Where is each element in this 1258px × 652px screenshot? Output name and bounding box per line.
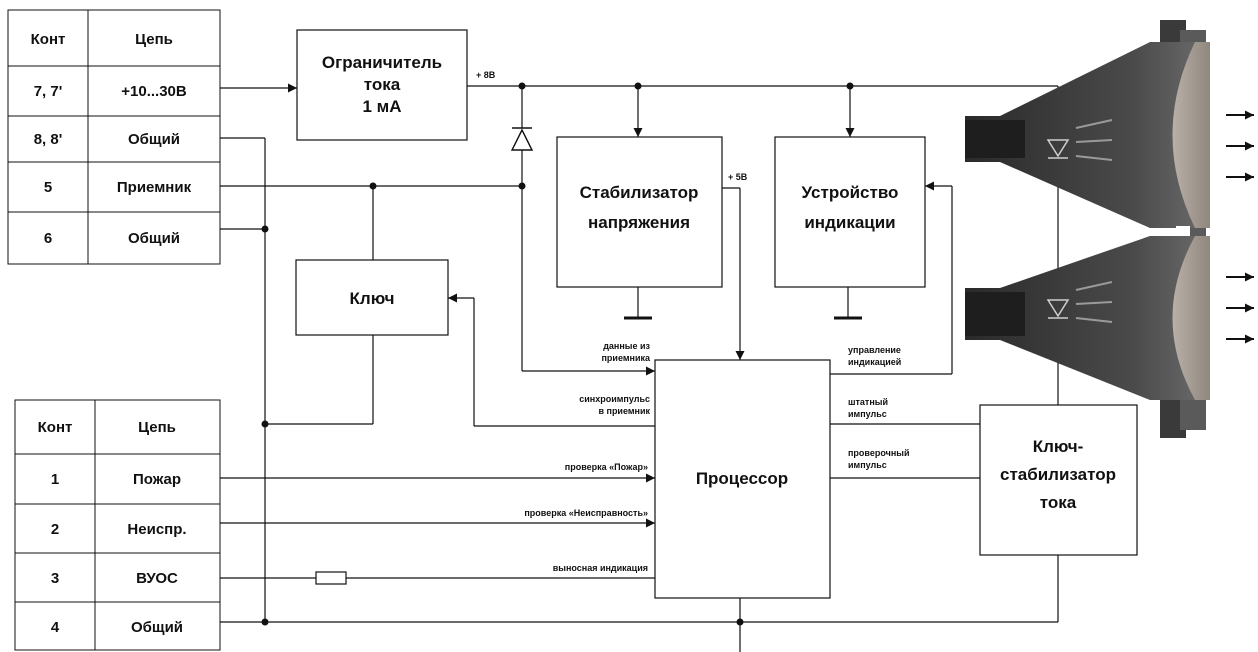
table-top-header-cont: Конт: [31, 31, 66, 48]
table-bottom-cell: Пожар: [133, 471, 181, 488]
current-limiter-block: [296, 29, 468, 141]
table-top: [7, 9, 221, 265]
sync-pulse-label: синхроимпульс: [579, 394, 650, 404]
remote-indication-label: выносная индикация: [553, 563, 648, 573]
stabilizer-label: напряжения: [588, 213, 690, 232]
emitter-housing-illustration: [965, 20, 1254, 438]
voltage-stabilizer-block: [556, 136, 723, 288]
processor-label: Процессор: [696, 469, 788, 488]
processor-block: [654, 359, 831, 599]
resistor-icon: [315, 571, 347, 585]
stabilizer-label: Стабилизатор: [580, 183, 699, 202]
blocks: [295, 29, 1138, 599]
regular-pulse-label: штатный: [848, 397, 888, 407]
v8-label: + 8В: [476, 70, 496, 80]
limiter-label: тока: [364, 75, 401, 94]
v5-label: + 5В: [728, 172, 748, 182]
table-top-cell: Приемник: [117, 179, 192, 196]
current-key-label: стабилизатор: [1000, 465, 1116, 484]
table-bottom-cell: 4: [51, 619, 60, 636]
indication-control-label: управление: [848, 345, 901, 355]
table-top-cell: +10...30В: [121, 83, 187, 100]
test-pulse-label: импульс: [848, 460, 887, 470]
receiver-data-label: приемника: [602, 353, 651, 363]
regular-pulse-label: импульс: [848, 409, 887, 419]
diode-icon: [510, 127, 534, 151]
check-fault-label: проверка «Неисправность»: [524, 508, 648, 518]
current-key-label: Ключ-: [1033, 437, 1084, 456]
table-bottom-cell: 3: [51, 570, 59, 587]
junction-dots: [261, 82, 854, 626]
key-label: Ключ: [350, 289, 395, 308]
sync-pulse-label: в приемник: [598, 406, 650, 416]
limiter-label: 1 мА: [362, 97, 401, 116]
table-top-cell: 8, 8': [34, 131, 63, 148]
limiter-label: Ограничитель: [322, 53, 442, 72]
wires: [220, 83, 1059, 652]
indicator-label: индикации: [804, 213, 895, 232]
table-top-header-circuit: Цепь: [135, 31, 173, 48]
table-top-cell: Общий: [128, 230, 180, 247]
indicator-label: Устройство: [802, 183, 899, 202]
key-block: [295, 259, 449, 336]
table-top-cell: 5: [44, 179, 52, 196]
table-bottom: [14, 399, 221, 651]
receiver-data-label: данные из: [603, 341, 650, 351]
table-bottom-header-circuit: Цепь: [138, 419, 176, 436]
table-bottom-cell: ВУОС: [136, 570, 178, 587]
table-bottom-cell: Общий: [131, 619, 183, 636]
table-top-cell: 7, 7': [34, 83, 63, 100]
table-bottom-cell: Неиспр.: [127, 521, 186, 538]
current-key-stabilizer-block: [979, 404, 1138, 556]
current-key-label: тока: [1040, 493, 1077, 512]
table-bottom-header-cont: Конт: [38, 419, 73, 436]
check-fire-label: проверка «Пожар»: [565, 462, 648, 472]
test-pulse-label: проверочный: [848, 448, 910, 458]
indication-control-label: индикацией: [848, 357, 901, 367]
table-bottom-cell: 1: [51, 471, 59, 488]
table-top-cell: 6: [44, 230, 52, 247]
indication-device-block: [774, 136, 926, 288]
table-bottom-cell: 2: [51, 521, 59, 538]
table-top-cell: Общий: [128, 131, 180, 148]
